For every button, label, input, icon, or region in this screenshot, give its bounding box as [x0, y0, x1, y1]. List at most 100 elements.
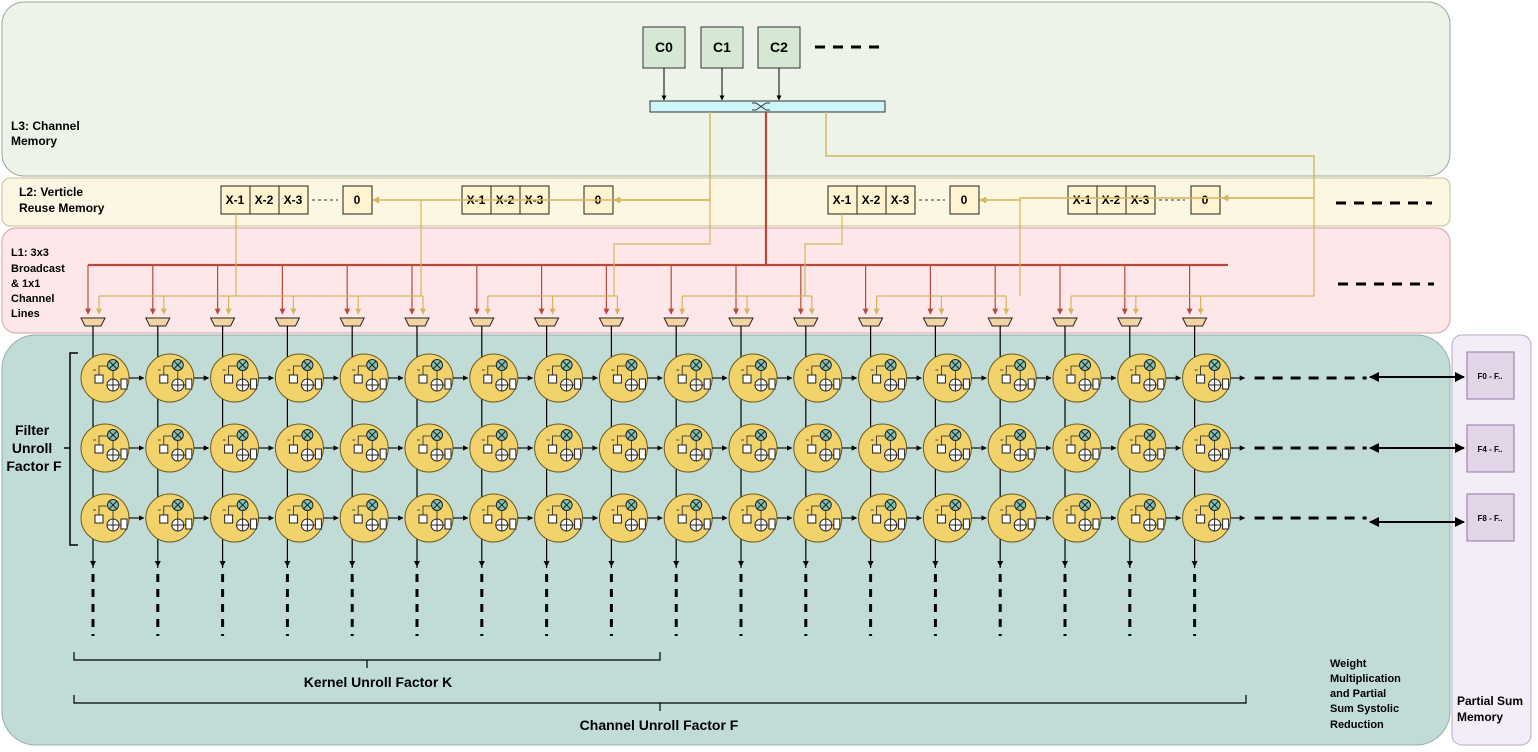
processing-element [145, 423, 195, 473]
processing-element [793, 353, 843, 403]
svg-text:X-3: X-3 [1131, 193, 1150, 207]
filter-block-f4: F4 - F.. [1466, 424, 1515, 473]
svg-text:C0: C0 [655, 39, 673, 55]
svg-text:X-3: X-3 [284, 193, 303, 207]
processing-element [1052, 423, 1102, 473]
processing-element [80, 353, 130, 403]
processing-element [534, 493, 584, 543]
mux [1052, 317, 1078, 327]
processing-element [469, 423, 519, 473]
processing-element [922, 353, 972, 403]
processing-element [1182, 423, 1232, 473]
processing-element [987, 353, 1037, 403]
mux [728, 317, 754, 327]
processing-element [274, 353, 324, 403]
kernel-unroll-label: Kernel Unroll Factor K [304, 674, 453, 690]
mux [144, 317, 171, 327]
channel-box-c2: C2 [757, 26, 801, 69]
svg-text:X-1: X-1 [833, 193, 852, 207]
svg-text:F8 - F..: F8 - F.. [1478, 514, 1503, 523]
channel-unroll-bracket [73, 695, 1247, 711]
l3-channel-memory-region [1, 1, 1451, 177]
svg-text:0: 0 [961, 193, 968, 207]
mux [792, 317, 819, 327]
processing-element [339, 493, 389, 543]
processing-element [858, 353, 908, 403]
mux [663, 317, 690, 327]
processing-element [210, 353, 260, 403]
svg-text:X-2: X-2 [1102, 193, 1121, 207]
svg-text:0: 0 [1202, 193, 1209, 207]
kernel-unroll-bracket [73, 652, 661, 668]
psum-label: Partial Sum Memory [1457, 694, 1526, 724]
filter-unroll-brace [64, 352, 78, 546]
filter-unroll-label: Filter Unroll Factor F [6, 422, 62, 474]
mux [404, 317, 430, 327]
svg-text:X-2: X-2 [862, 193, 881, 207]
svg-text:F4 - F..: F4 - F.. [1478, 445, 1503, 454]
mux [857, 317, 884, 327]
pe-grid [80, 326, 1367, 636]
svg-text:X-3: X-3 [891, 193, 910, 207]
processing-element [80, 493, 130, 543]
processing-element [404, 493, 454, 543]
svg-text:C1: C1 [713, 39, 731, 55]
reuse-memory-group-4: X-1 X-2 X-3 0 [1067, 185, 1221, 215]
processing-element [1117, 353, 1167, 403]
processing-element [922, 423, 972, 473]
svg-text:C2: C2 [770, 39, 788, 55]
mux [1116, 317, 1143, 327]
processing-element [663, 423, 713, 473]
mux [339, 317, 366, 327]
l3-label: L3: Channel Memory [11, 119, 83, 148]
processing-element [404, 353, 454, 403]
processing-element [469, 493, 519, 543]
l1-label: L1: 3x3 Broadcast & 1x1 Channel Lines [11, 247, 68, 320]
mux [987, 317, 1014, 327]
processing-element [1052, 353, 1102, 403]
channel-box-c0: C0 [642, 26, 686, 69]
processing-element [534, 353, 584, 403]
processing-element [793, 493, 843, 543]
processing-element [987, 423, 1037, 473]
processing-element [469, 353, 519, 403]
processing-element [598, 353, 648, 403]
channel-unroll-label: Channel Unroll Factor F [580, 717, 739, 733]
processing-element [728, 493, 778, 543]
svg-text:X-1: X-1 [1073, 193, 1092, 207]
svg-text:0: 0 [354, 193, 361, 207]
mux [1181, 317, 1208, 327]
crossbar [649, 100, 886, 113]
mux [80, 317, 106, 327]
mux [274, 317, 301, 327]
processing-element [1182, 353, 1232, 403]
processing-element [339, 423, 389, 473]
mux [922, 317, 949, 327]
l1-channel-lines [80, 198, 1315, 327]
mux [598, 317, 625, 327]
processing-element [274, 423, 324, 473]
processing-element [858, 423, 908, 473]
processing-element [987, 493, 1037, 543]
pe-region-label: Weight Multiplication and Partial Sum Sy… [1330, 658, 1404, 731]
processing-element [663, 493, 713, 543]
channel-box-c1: C1 [700, 26, 744, 69]
l1-broadcast-region [1, 227, 1451, 334]
processing-element [1117, 493, 1167, 543]
processing-element [210, 423, 260, 473]
processing-element [534, 423, 584, 473]
mux [533, 317, 560, 327]
filter-block-f8: F8 - F.. [1466, 493, 1515, 542]
reuse-memory-group-1: X-1 X-2 X-3 0 [220, 185, 373, 215]
processing-element [728, 423, 778, 473]
processing-element [663, 353, 713, 403]
processing-element [598, 423, 648, 473]
processing-element [858, 493, 908, 543]
processing-element [922, 493, 972, 543]
l2-reuse-memory-region [1, 177, 1451, 227]
processing-element [793, 423, 843, 473]
l2-label: L2: Verticle Reuse Memory [19, 185, 105, 215]
processing-element [404, 423, 454, 473]
processing-element [339, 353, 389, 403]
svg-text:F0 - F..: F0 - F.. [1478, 372, 1503, 381]
